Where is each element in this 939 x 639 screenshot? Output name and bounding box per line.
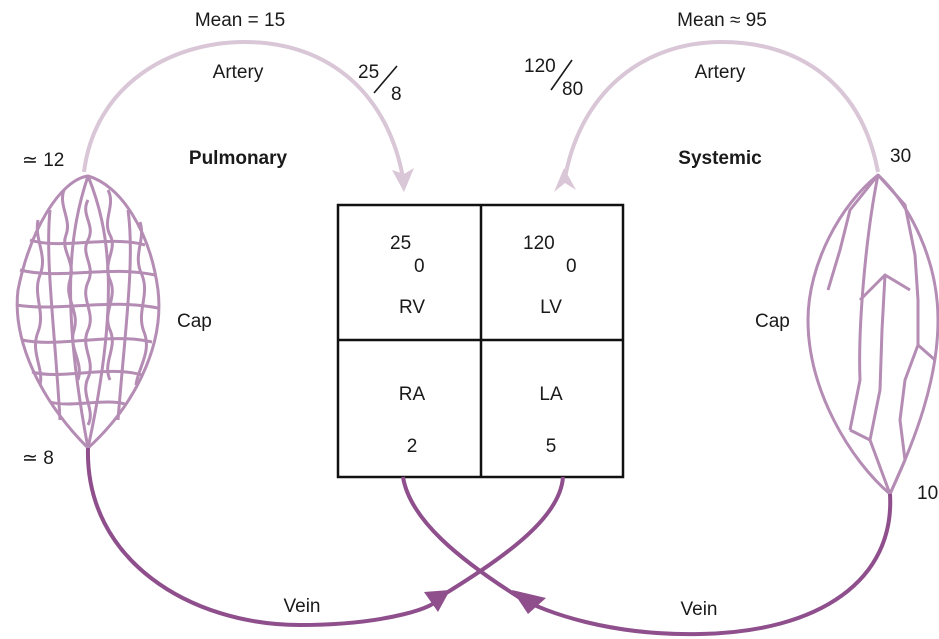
pulmonary-title: Pulmonary [189, 148, 288, 169]
pulmonary-cap-label: Cap [177, 311, 212, 332]
pulmonary-artery-arrowhead [392, 168, 414, 192]
systemic-capillary-network [806, 173, 939, 496]
pulmonary-artery-label: Artery [213, 62, 264, 83]
pulmonary-pressure-in: ≃ 12 [22, 150, 64, 171]
systemic-artery-label: Artery [695, 62, 746, 83]
systemic-cap-label: Cap [755, 311, 790, 332]
pulmonary-artery-path [82, 39, 405, 179]
pulmonary-capillary-network [15, 174, 161, 450]
rv-diastolic: 0 [414, 256, 425, 277]
systemic-artery-systolic: 120 [524, 56, 556, 77]
pulmonary-vein-path [85, 447, 438, 628]
heart-chambers [336, 203, 625, 479]
systemic-title: Systemic [678, 148, 762, 169]
pulmonary-artery-diastolic: 8 [391, 84, 402, 105]
systemic-pressure-in: 30 [890, 146, 911, 167]
pulmonary-vein-to-la [433, 476, 565, 602]
pulmonary-vein-arrowhead [424, 590, 450, 612]
ra-label: RA [399, 384, 426, 405]
lv-diastolic: 0 [566, 256, 577, 277]
lv-systolic: 120 [523, 233, 555, 254]
la-label: LA [539, 384, 563, 405]
systemic-artery-arrowhead [554, 168, 576, 192]
systemic-vein-arrowhead [512, 590, 546, 614]
la-pressure: 5 [546, 436, 557, 457]
systemic-vein-to-ra [401, 476, 522, 600]
systemic-artery-path [563, 39, 880, 179]
systemic-artery-fraction-slash [550, 59, 573, 91]
pulmonary-mean-label: Mean = 15 [195, 10, 285, 31]
systemic-artery-diastolic: 80 [562, 79, 583, 100]
pulmonary-pressure-out: ≃ 8 [22, 448, 54, 469]
rv-systolic: 25 [390, 233, 411, 254]
lv-label: LV [540, 297, 562, 318]
pulmonary-artery-fraction-slash [373, 65, 398, 94]
systemic-pressure-out: 10 [917, 483, 938, 504]
pulmonary-artery-systolic: 25 [358, 62, 379, 83]
systemic-vein-path [519, 493, 893, 637]
pulmonary-vein-label: Vein [284, 596, 321, 617]
ra-pressure: 2 [407, 436, 418, 457]
systemic-vein-label: Vein [681, 599, 718, 620]
rv-label: RV [399, 297, 425, 318]
systemic-mean-label: Mean ≈ 95 [677, 10, 767, 31]
